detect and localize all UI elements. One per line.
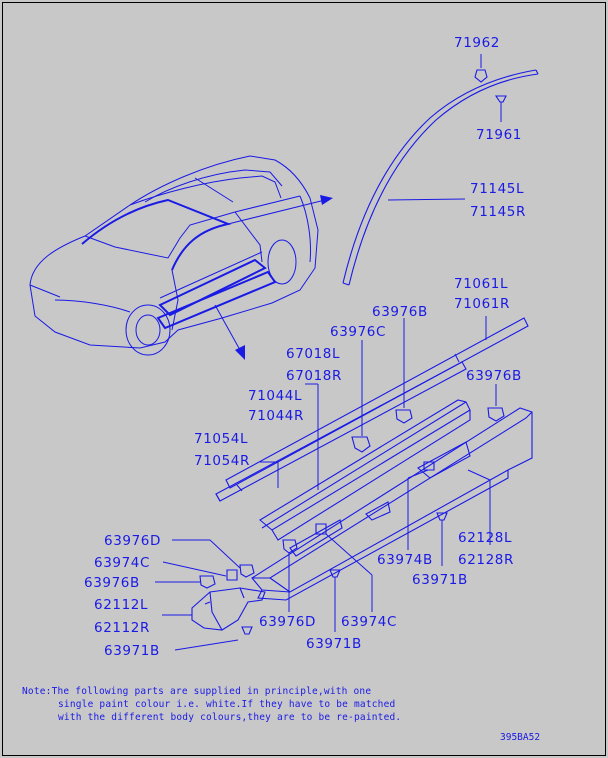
pointer-arrows xyxy=(214,195,333,360)
label-62128L: 62128L xyxy=(458,530,512,546)
clip-63976C xyxy=(351,340,371,453)
label-71145R: 71145R xyxy=(470,204,526,220)
label-71061R: 71061R xyxy=(454,296,510,312)
label-63974C-bottom: 63974C xyxy=(341,614,397,630)
clip-63976D-lower xyxy=(282,539,298,612)
diagram-code: 395BA52 xyxy=(500,732,540,743)
screw-63971B-mid xyxy=(329,569,341,632)
label-63976B-left: 63976B xyxy=(84,575,140,591)
label-71054L: 71054L xyxy=(194,431,248,447)
clip-71962 xyxy=(474,54,488,83)
note-line-3: with the different body colours,they are… xyxy=(58,712,401,723)
label-63974C-left: 63974C xyxy=(94,555,150,571)
screw-71961 xyxy=(494,95,507,122)
roof-moulding-71145 xyxy=(342,69,539,286)
label-71961: 71961 xyxy=(476,127,522,143)
mud-guard-62112 xyxy=(162,587,266,631)
label-71061L: 71061L xyxy=(454,276,508,292)
clip-63976B-lower xyxy=(155,575,216,589)
label-63976C-upper: 63976C xyxy=(330,324,386,340)
label-63971B-bottom: 63971B xyxy=(306,636,362,652)
label-63976D-left: 63976D xyxy=(104,533,161,549)
side-sill-62128 xyxy=(251,407,533,601)
label-63976B-upper: 63976B xyxy=(372,304,428,320)
note-line-1: Note:The following parts are supplied in… xyxy=(22,686,371,697)
clip-63974C-lower xyxy=(315,523,373,612)
clip-63976B-upper xyxy=(395,318,413,424)
label-71962: 71962 xyxy=(454,35,500,51)
label-67018L: 67018L xyxy=(286,346,340,362)
car-outline xyxy=(29,155,319,356)
side-garnish-67018 xyxy=(259,383,471,541)
label-63971B-right: 63971B xyxy=(412,572,468,588)
label-62112R: 62112R xyxy=(94,620,150,636)
clip-63974C-upper xyxy=(162,561,238,581)
label-67018R: 67018R xyxy=(286,368,342,384)
label-63976D-bottom: 63976D xyxy=(259,614,316,630)
label-63974B: 63974B xyxy=(377,552,433,568)
note-block: Note:The following parts are supplied in… xyxy=(22,686,401,723)
label-71044L: 71044L xyxy=(248,388,302,404)
label-71145L: 71145L xyxy=(470,181,524,197)
clip-63976D-upper xyxy=(172,539,255,578)
label-71044R: 71044R xyxy=(248,408,304,424)
part-labels: 71962 71961 71145L 71145R 71061L 71061R … xyxy=(84,35,526,659)
screw-63971B-right xyxy=(436,512,448,566)
clip-63974B xyxy=(407,461,435,550)
label-62128R: 62128R xyxy=(458,552,514,568)
label-63971B-left: 63971B xyxy=(104,643,160,659)
screw-63971B-left xyxy=(174,626,253,651)
moulding-71054 xyxy=(215,361,467,502)
note-line-2: single paint colour i.e. white.If they h… xyxy=(58,699,395,710)
label-63976B-right: 63976B xyxy=(466,368,522,384)
label-71054R: 71054R xyxy=(194,453,250,469)
label-62112L: 62112L xyxy=(94,597,148,613)
clip-63976B-right xyxy=(487,384,505,422)
moulding-71061 xyxy=(225,316,529,489)
